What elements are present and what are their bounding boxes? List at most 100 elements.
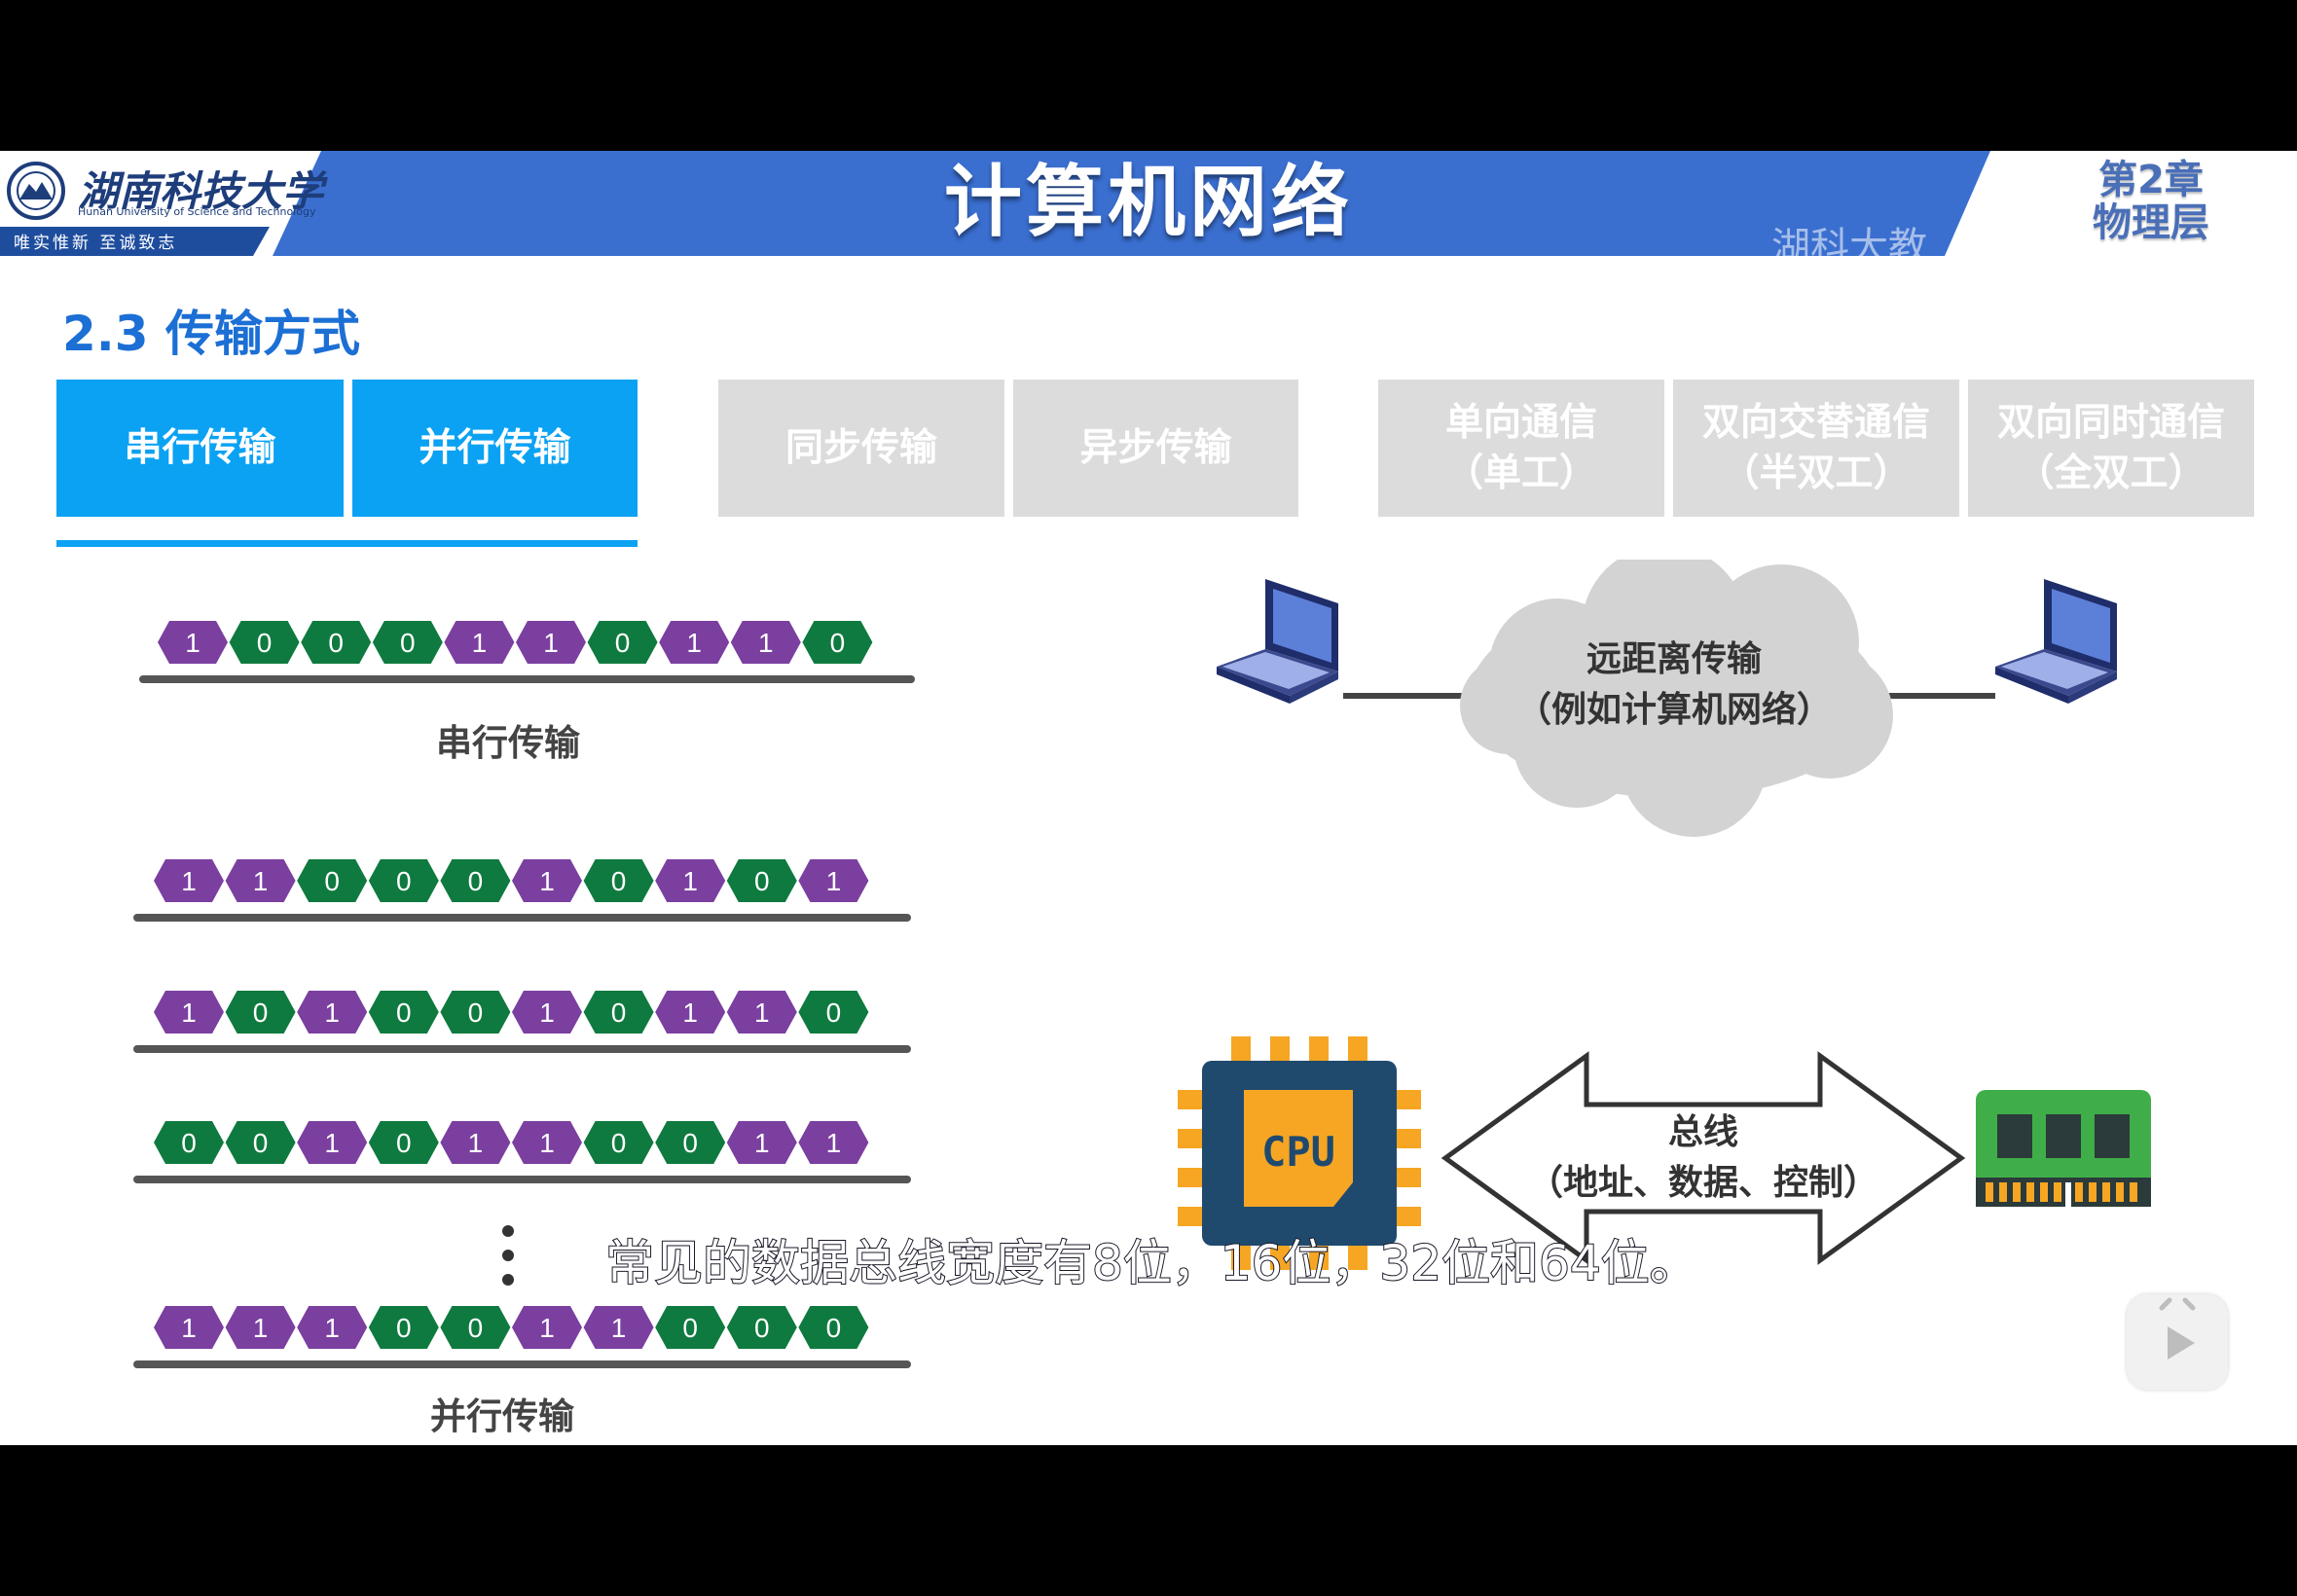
bit-value: 1 <box>181 866 197 896</box>
bit-hexagon <box>368 859 439 902</box>
bit-value: 1 <box>181 998 197 1028</box>
bit-hexagon <box>798 991 869 1034</box>
bit-value: 0 <box>257 628 273 658</box>
bit-value: 0 <box>754 1313 770 1343</box>
bit-cell: 1 <box>297 1306 368 1349</box>
bit-value: 0 <box>396 1313 412 1343</box>
tab-label: 并行传输 <box>419 425 571 470</box>
play-button[interactable] <box>2127 1294 2228 1390</box>
bit-value: 0 <box>396 998 412 1028</box>
bit-value: 0 <box>826 1313 842 1343</box>
memory-module-icon <box>1976 1090 2151 1207</box>
university-logo-icon <box>7 162 65 220</box>
bit-value: 1 <box>539 998 555 1028</box>
transmission-line <box>133 1176 911 1183</box>
bit-hexagon <box>655 991 726 1034</box>
bit-cell: 1 <box>297 991 368 1034</box>
bit-cell: 1 <box>655 991 726 1034</box>
bit-cell: 1 <box>154 1306 224 1349</box>
active-tab-underline <box>56 540 638 547</box>
bit-hexagon <box>297 1306 368 1349</box>
tab-simplex[interactable]: 单向通信 （单工） <box>1378 380 1664 517</box>
bus-illustration: CPU <box>1178 1036 2151 1270</box>
course-title: 计算机网络 <box>944 157 1353 247</box>
logo-name: 湖南科技大学 <box>78 167 324 215</box>
tab-asynchronous-transmission[interactable]: 异步传输 <box>1013 380 1298 517</box>
bit-cell: 0 <box>583 859 654 902</box>
bit-cell: 1 <box>726 1121 797 1164</box>
bit-hexagon <box>158 621 228 664</box>
bus-line2: （地址、数据、控制） <box>1528 1163 1879 1203</box>
bit-value: 0 <box>611 866 627 896</box>
tab-synchronous-transmission[interactable]: 同步传输 <box>718 380 1004 517</box>
tab-serial-transmission[interactable]: 串行传输 <box>56 380 344 517</box>
bit-value: 1 <box>611 1313 627 1343</box>
bit-cell: 1 <box>297 1121 368 1164</box>
bit-value: 1 <box>181 1313 197 1343</box>
bit-value: 0 <box>611 1128 627 1158</box>
bit-value: 1 <box>826 866 842 896</box>
bit-hexagon <box>512 1121 582 1164</box>
bit-value: 1 <box>324 1313 340 1343</box>
bit-hexagon <box>587 621 658 664</box>
bit-value: 0 <box>611 998 627 1028</box>
bit-hexagon <box>659 621 730 664</box>
ellipsis-dot <box>502 1250 514 1261</box>
chapter-label: 第2章 物理层 <box>2093 159 2209 244</box>
bit-value: 0 <box>253 998 269 1028</box>
bit-cell: 0 <box>225 1121 296 1164</box>
bit-value: 0 <box>253 1128 269 1158</box>
bit-value: 1 <box>826 1128 842 1158</box>
bit-hexagon <box>225 991 296 1034</box>
bit-hexagon <box>444 621 515 664</box>
bit-hexagon <box>798 1121 869 1164</box>
bit-value: 0 <box>328 628 344 658</box>
bit-cell: 0 <box>798 991 869 1034</box>
watermark: 湖科大教 <box>1771 225 1927 270</box>
bit-value: 1 <box>539 866 555 896</box>
bit-hexagon <box>440 1121 511 1164</box>
bit-cell: 1 <box>154 859 224 902</box>
tab-label: 异步传输 <box>1079 425 1232 470</box>
bit-cell: 0 <box>583 1121 654 1164</box>
bit-value: 0 <box>400 628 416 658</box>
bit-value: 0 <box>468 1313 484 1343</box>
tab-half-duplex[interactable]: 双向交替通信（半双工） <box>1673 380 1959 517</box>
tab-label: 单向通信 <box>1444 400 1597 445</box>
tab-label: 同步传输 <box>784 425 937 470</box>
bit-hexagon <box>798 859 869 902</box>
bit-value: 0 <box>754 866 770 896</box>
video-subtitle: 常见的数据总线宽度有8位，16位，32位和64位。 <box>604 1234 1699 1292</box>
bit-hexagon <box>516 621 586 664</box>
bit-value: 0 <box>682 1128 698 1158</box>
bit-hexagon <box>726 1306 797 1349</box>
bit-hexagon <box>726 1121 797 1164</box>
bit-hexagon <box>726 859 797 902</box>
bit-hexagon <box>154 1306 224 1349</box>
bit-hexagon <box>297 991 368 1034</box>
bit-cell: 0 <box>368 1121 439 1164</box>
bit-hexagon <box>368 1306 439 1349</box>
tab-sublabel: （单工） <box>1444 451 1597 495</box>
bit-cell: 1 <box>440 1121 511 1164</box>
tab-parallel-transmission[interactable]: 并行传输 <box>352 380 638 517</box>
bit-cell: 1 <box>655 859 726 902</box>
bit-value: 0 <box>468 866 484 896</box>
bit-value: 1 <box>324 998 340 1028</box>
bit-hexagon <box>372 621 443 664</box>
bit-cell: 1 <box>798 1121 869 1164</box>
bit-value: 0 <box>615 628 631 658</box>
bit-hexagon <box>225 859 296 902</box>
bit-value: 1 <box>539 1128 555 1158</box>
bit-cell: 0 <box>726 1306 797 1349</box>
bit-hexagon <box>154 1121 224 1164</box>
bit-hexagon <box>229 621 300 664</box>
tab-full-duplex[interactable]: 双向同时通信（全双工） <box>1968 380 2254 517</box>
bit-cell: 0 <box>655 1306 726 1349</box>
cloud-label: 远距离传输 （例如计算机网络） <box>1499 635 1849 736</box>
bit-cell: 1 <box>225 859 296 902</box>
bit-hexagon <box>655 1121 726 1164</box>
bit-hexagon <box>297 859 368 902</box>
